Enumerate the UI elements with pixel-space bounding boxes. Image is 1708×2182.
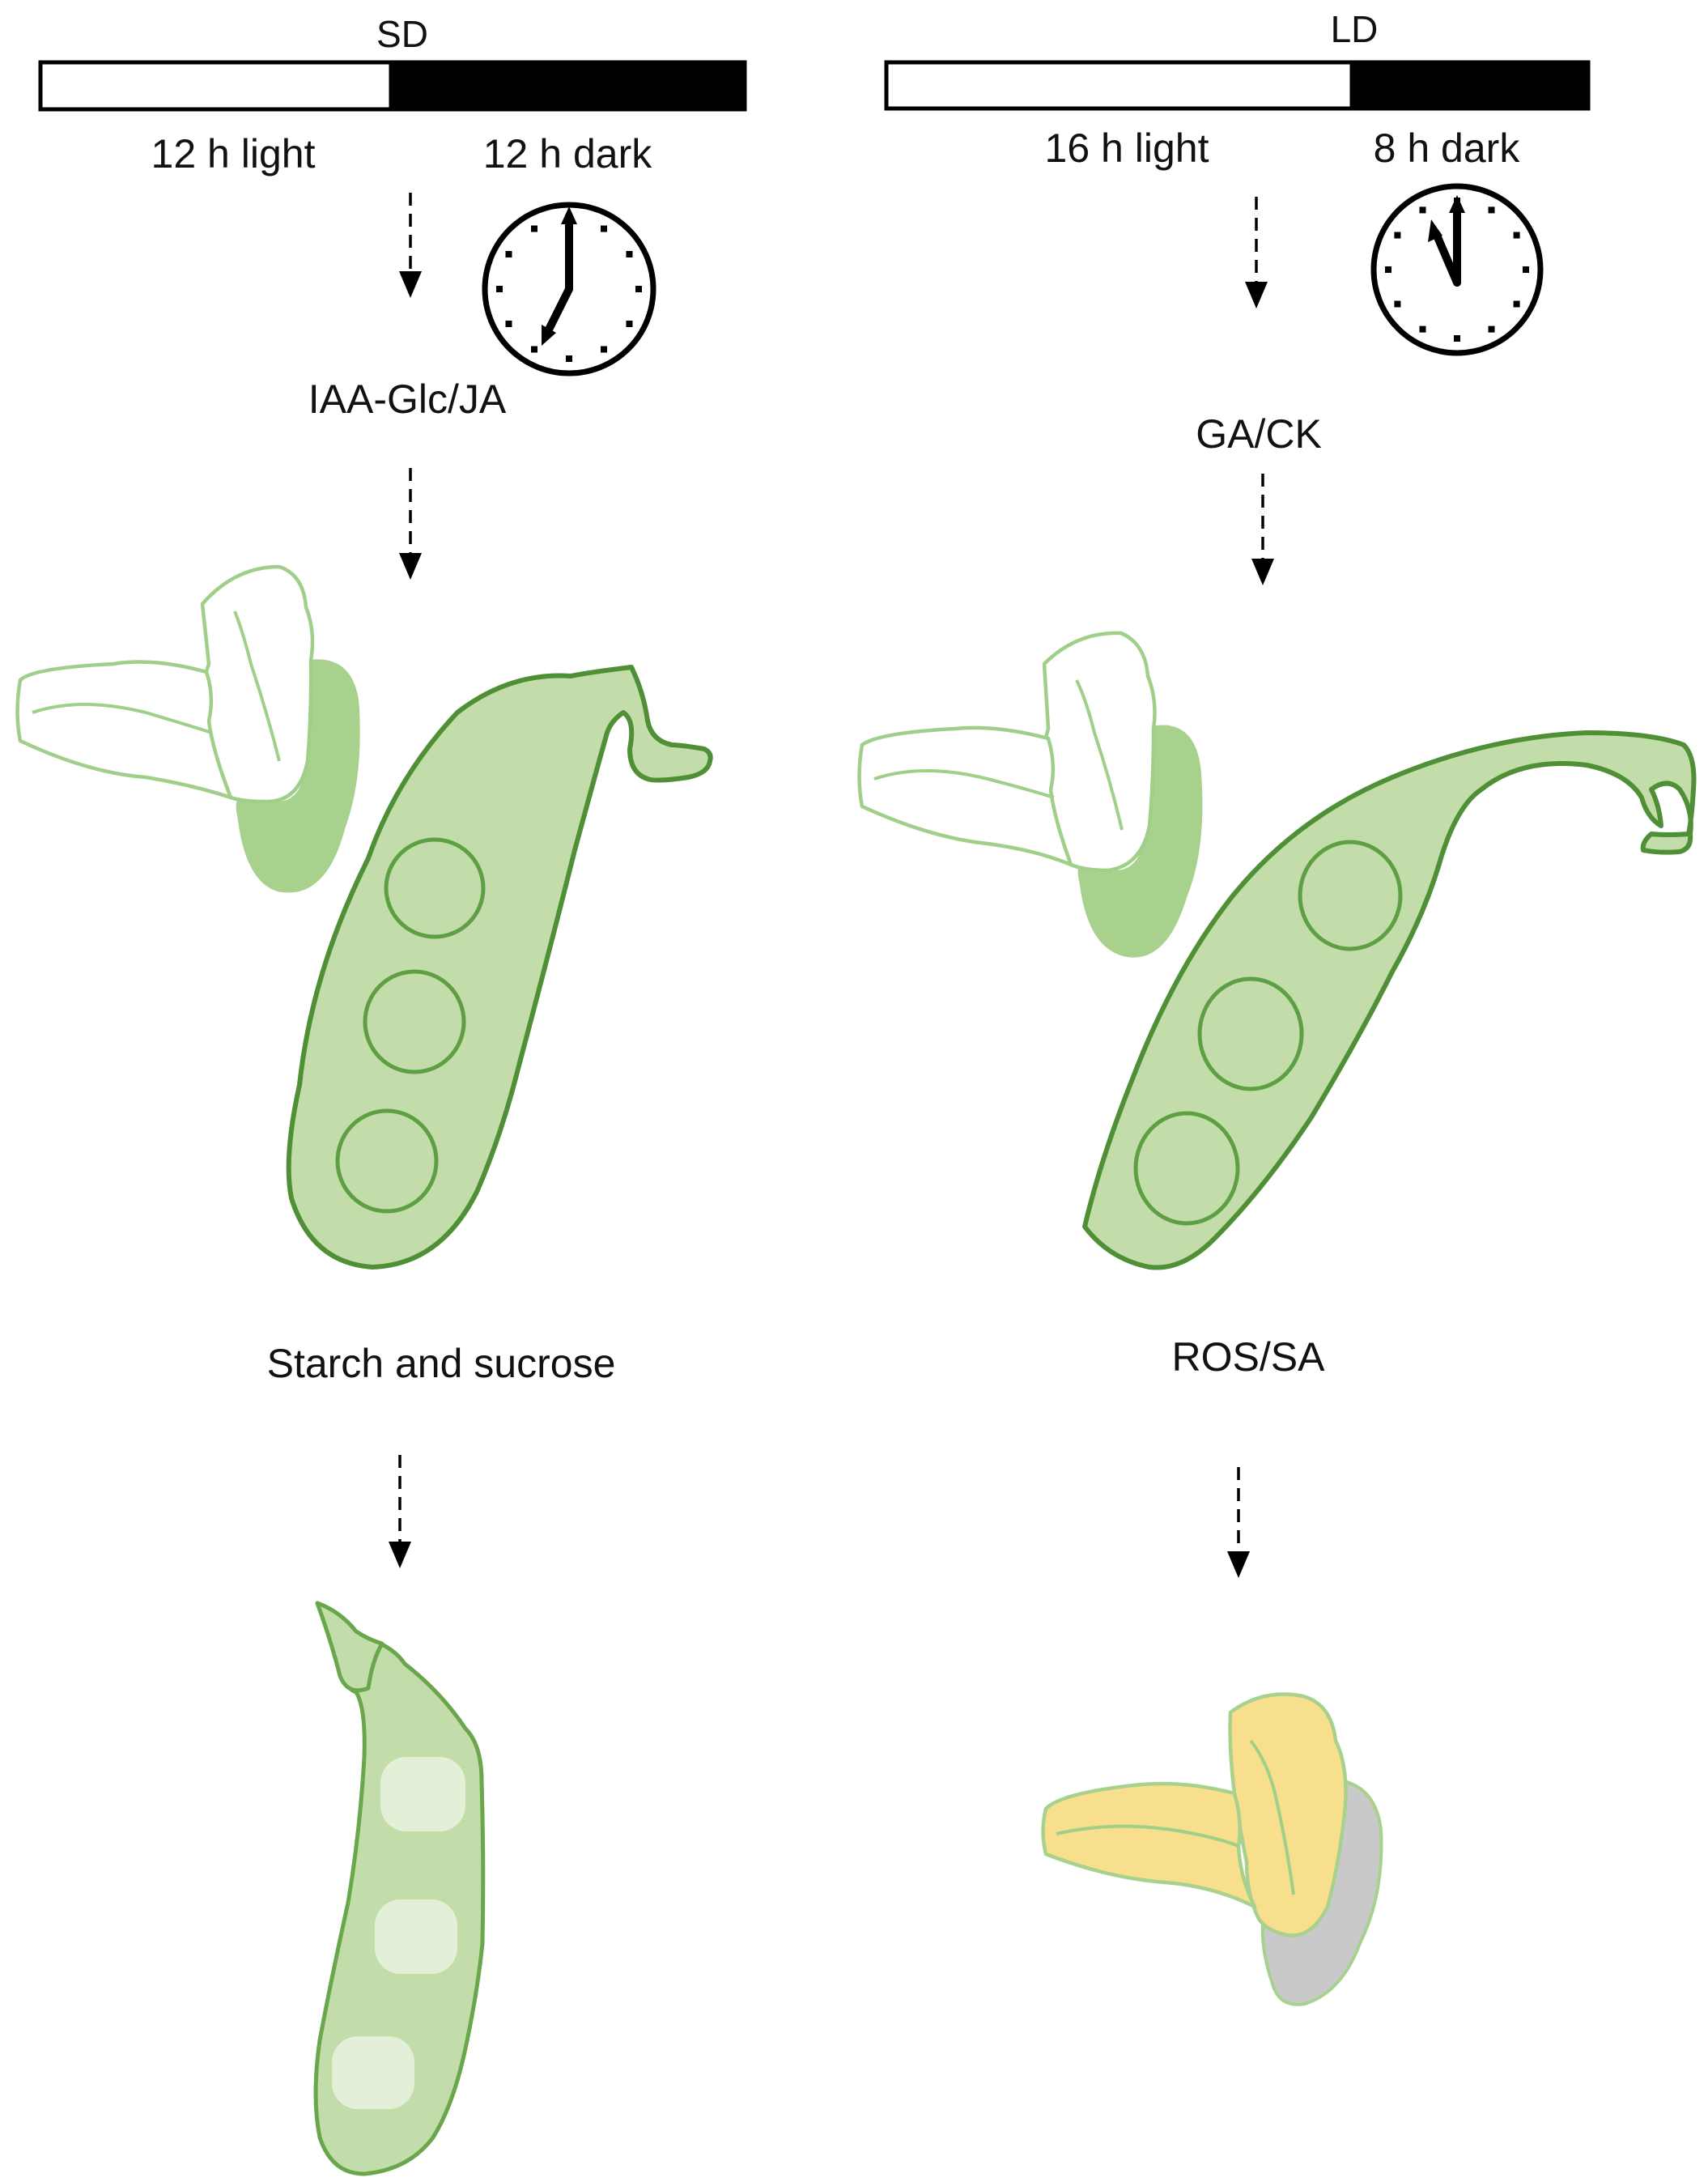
clock-tick-mark: [626, 321, 633, 327]
clock-tick-mark: [1488, 206, 1495, 214]
pod-icon: [286, 665, 713, 1270]
clock-tick-mark: [1513, 232, 1520, 239]
clock-icon: [482, 202, 656, 376]
pod-seed-pale-1: [380, 1757, 465, 1831]
clock-tick-mark: [1513, 300, 1520, 308]
clock-tick-mark: [496, 286, 503, 292]
clock-tick-mark: [601, 225, 607, 232]
ld-regulators: GA/CK: [1196, 411, 1322, 457]
clock-tick-mark: [601, 346, 607, 353]
pod-seed-pale-3: [332, 2036, 414, 2109]
sd-arrow-2: [399, 468, 422, 580]
sd-dark-segment: [389, 60, 747, 112]
pod-seed-2: [363, 969, 466, 1074]
sd-regulators: IAA-Glc/JA: [308, 376, 507, 422]
green-pod-icon: [313, 1601, 486, 2176]
clock-tick-mark: [1385, 266, 1391, 273]
ld-arrow-2: [1251, 474, 1274, 585]
clock-tick-mark: [505, 321, 512, 327]
sd-title: SD: [376, 13, 428, 55]
clock-icon: [1370, 183, 1544, 356]
clock-tick-mark: [531, 346, 537, 353]
clock-tick-mark: [635, 286, 642, 292]
sd-light-label: 12 h light: [151, 131, 316, 177]
pod-seed-1: [384, 837, 486, 939]
clock-tick-mark: [1419, 325, 1426, 333]
clock-tick-mark: [1394, 300, 1401, 308]
sd-photoperiod-bar: [38, 60, 747, 112]
flower-icon: [15, 564, 360, 893]
pod-seed-1: [1298, 840, 1403, 951]
clock-tick-mark: [531, 225, 537, 232]
ld-photoperiod-bar: [884, 60, 1591, 111]
pod-seed-3: [335, 1108, 439, 1214]
pod-seed-pale-2: [375, 1899, 457, 1974]
pod-seed-2: [1197, 976, 1304, 1091]
senescent-flower-icon: [1041, 1692, 1383, 2006]
sd-dark-label: 12 h dark: [483, 131, 652, 177]
sd-arrow-1: [399, 193, 422, 298]
clock-ticks: [1385, 198, 1529, 342]
sd-light-segment: [38, 60, 393, 112]
pod-icon: [1082, 730, 1697, 1270]
clock-tick-mark: [1523, 266, 1529, 273]
pod-seed-3: [1133, 1111, 1240, 1226]
clock-tick-mark: [566, 355, 572, 362]
clock-tick-mark: [1419, 206, 1426, 214]
sd-arrow-3: [389, 1455, 411, 1568]
flower-icon: [857, 631, 1203, 958]
ld-metabolites: ROS/SA: [1172, 1334, 1326, 1380]
ld-title: LD: [1331, 8, 1379, 50]
ld-light-label: 16 h light: [1045, 125, 1209, 171]
ld-dark-label: 8 h dark: [1374, 125, 1521, 171]
sd-metabolites: Starch and sucrose: [267, 1341, 616, 1386]
ld-panel: LD 16 h light 8 h dark GA/CK: [857, 8, 1697, 2006]
ld-light-segment: [884, 60, 1354, 111]
clock-tick-mark: [1454, 335, 1460, 342]
clock-tick-mark: [505, 251, 512, 257]
clock-tick-mark: [1394, 232, 1401, 239]
ld-dark-segment: [1349, 60, 1591, 111]
clock-tick-mark: [1488, 325, 1495, 333]
ld-arrow-1: [1245, 197, 1268, 308]
clock-tick-mark: [626, 251, 633, 257]
sd-panel: SD 12 h light 12 h dark IAA-Glc/JA: [15, 13, 747, 2176]
ld-arrow-3: [1227, 1467, 1250, 1578]
